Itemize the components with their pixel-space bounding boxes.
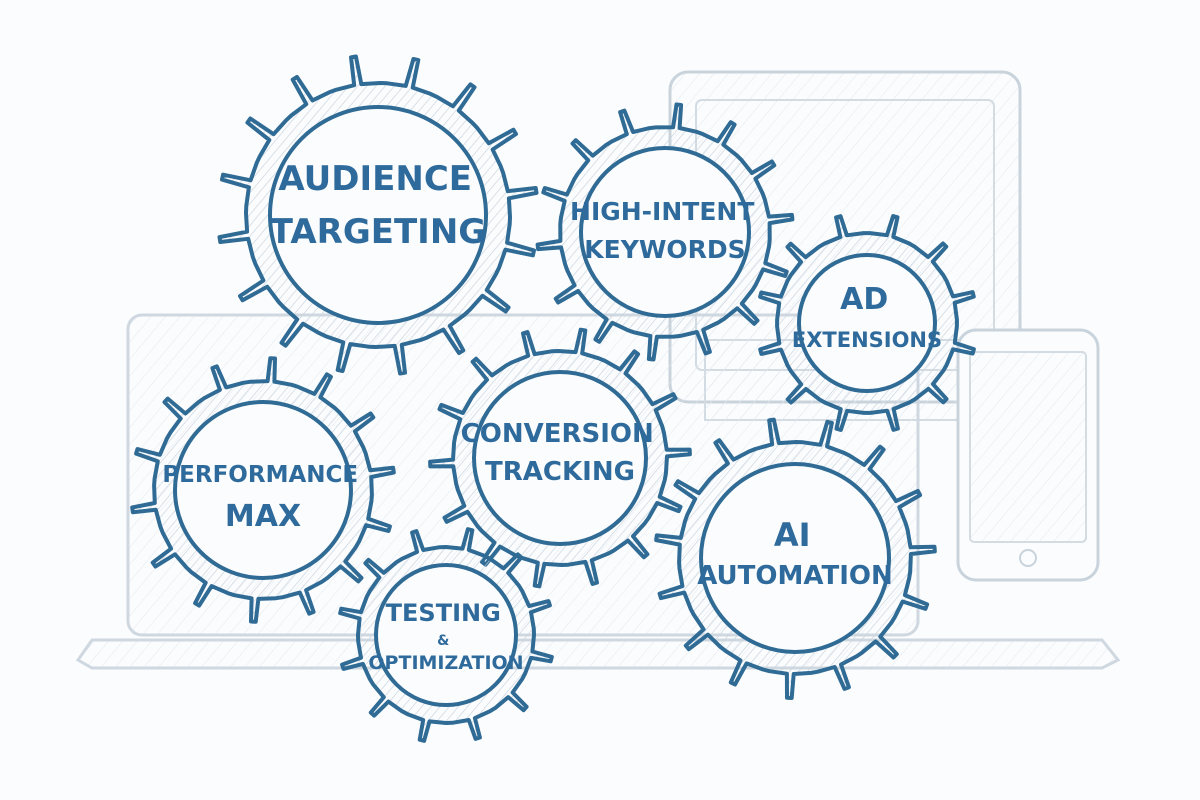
gear-hub bbox=[374, 563, 518, 707]
gear-hub bbox=[579, 146, 751, 318]
gear-label-line: & bbox=[437, 633, 449, 649]
gear-hub bbox=[797, 253, 937, 393]
gear-label-performance-max: PERFORMANCE MAX bbox=[162, 462, 363, 534]
gear-label-ad-extensions: AD EXTENSIONS bbox=[792, 282, 942, 352]
gear-label-conversion-tracking: CONVERSION TRACKING bbox=[461, 419, 660, 487]
gear-hub bbox=[699, 462, 891, 654]
gear-hub bbox=[268, 105, 488, 325]
gear-label-line: MAX bbox=[225, 499, 301, 534]
gear-label-ai-automation: AI AUTOMATION bbox=[697, 516, 893, 591]
gear-high-intent-keywords: HIGH-INTENT KEYWORDS bbox=[535, 102, 795, 362]
gear-label-line: OPTIMIZATION bbox=[368, 652, 523, 674]
gear-label-line: AUDIENCE bbox=[278, 159, 472, 199]
smartphone-icon bbox=[956, 328, 1100, 582]
gear-ai-automation: AI AUTOMATION bbox=[654, 417, 937, 700]
gear-testing-optimization: TESTING & OPTIMIZATION bbox=[338, 527, 554, 743]
gear-label-line: TRACKING bbox=[485, 457, 635, 487]
gear-label-testing-optimization: TESTING & OPTIMIZATION bbox=[368, 599, 523, 674]
gear-label-high-intent-keywords: HIGH-INTENT KEYWORDS bbox=[570, 197, 760, 264]
gear-label-line: TESTING bbox=[386, 599, 501, 627]
gear-audience-targeting: AUDIENCE TARGETING bbox=[217, 54, 539, 376]
gear-label-line: AUTOMATION bbox=[697, 561, 893, 591]
gear-label-line: HIGH-INTENT bbox=[570, 197, 754, 226]
gear-label-line: PERFORMANCE bbox=[162, 462, 358, 488]
gear-label-line: TARGETING bbox=[270, 212, 486, 252]
gear-conversion-tracking: CONVERSION TRACKING bbox=[428, 327, 692, 589]
gear-performance-max: PERFORMANCE MAX bbox=[130, 356, 396, 624]
gear-label-line: KEYWORDS bbox=[584, 235, 745, 264]
gear-hub bbox=[173, 400, 353, 580]
gear-ad-extensions: AD EXTENSIONS bbox=[758, 214, 976, 432]
gear-hub bbox=[472, 370, 648, 546]
gear-label-audience-targeting: AUDIENCE TARGETING bbox=[270, 159, 486, 252]
gear-label-line: AI bbox=[774, 516, 811, 554]
gears-layer: AUDIENCE TARGETING HIGH-INTENT KEYWORDS … bbox=[130, 54, 976, 743]
gear-label-line: EXTENSIONS bbox=[792, 328, 942, 352]
gear-label-line: AD bbox=[840, 282, 888, 317]
gear-label-line: CONVERSION bbox=[461, 419, 654, 449]
